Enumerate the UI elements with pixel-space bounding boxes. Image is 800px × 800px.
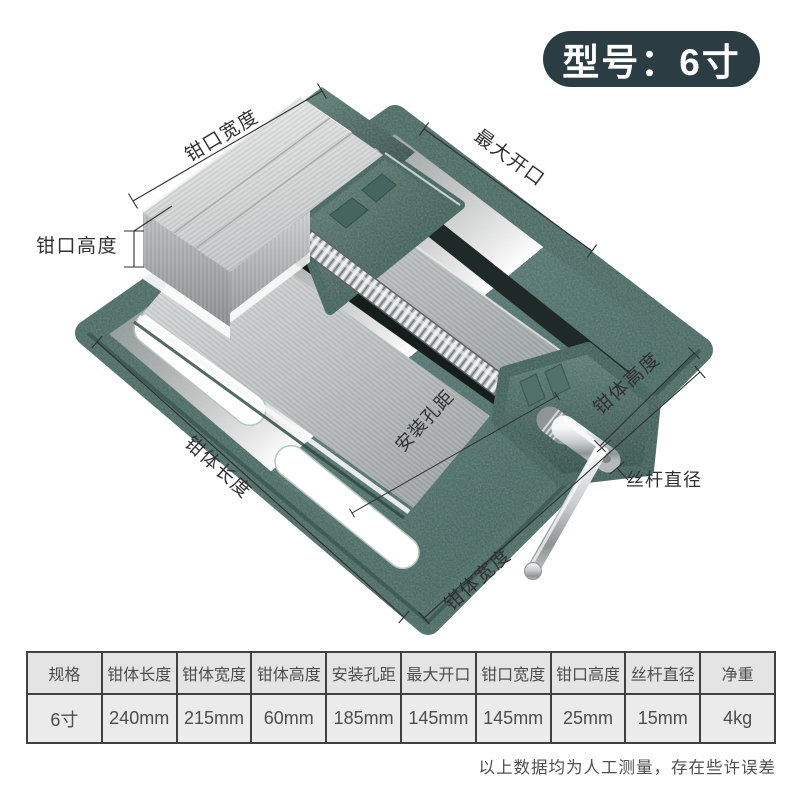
spec-header-cell: 安装孔距 — [325, 651, 402, 695]
bracket-emboss — [544, 363, 571, 397]
spec-value-cell: 215mm — [175, 693, 253, 744]
spec-value-cell: 6寸 — [26, 693, 103, 744]
handle-cap — [524, 562, 542, 580]
fixed-jaw — [142, 96, 383, 339]
spec-header-cell: 净重 — [699, 651, 776, 695]
spec-header-cell: 钳口宽度 — [474, 651, 552, 695]
spec-value-cell: 240mm — [100, 693, 178, 744]
model-badge: 型号：6寸 — [543, 31, 760, 87]
spec-header-row: 规格 钳体长度 钳体宽度 钳体高度 安装孔距 最大开口 钳口宽度 钳口高度 丝杆… — [26, 651, 776, 695]
spec-header-cell: 钳体长度 — [100, 651, 178, 695]
product-image: 钳口宽度 最大开口 钳口高度 钳体长度 钳体宽度 安装孔距 钳体 — [36, 0, 713, 635]
model-badge-label: 型号：6寸 — [562, 42, 741, 83]
jaw-chamfer-line — [195, 132, 353, 249]
bracket-emboss — [519, 373, 546, 407]
measurement-note: 以上数据均为人工测量，存在些许误差 — [478, 759, 776, 777]
spec-value-cell: 145mm — [474, 693, 552, 744]
spec-header-cell: 最大开口 — [399, 651, 477, 695]
spec-value-cell: 60mm — [250, 693, 328, 744]
spec-value-cell: 15mm — [624, 693, 702, 744]
spec-table-wrap: 规格 钳体长度 钳体宽度 钳体高度 安装孔距 最大开口 钳口宽度 钳口高度 丝杆… — [26, 651, 776, 744]
spec-value-cell: 185mm — [325, 693, 402, 744]
spec-value-cell: 4kg — [699, 693, 776, 744]
spec-value-row: 6寸 240mm 215mm 60mm 185mm 145mm 145mm 25… — [26, 693, 776, 744]
jaw-highlight — [143, 267, 230, 339]
spec-header-cell: 钳体宽度 — [175, 651, 253, 695]
casting-step — [361, 173, 397, 203]
dim-jaw-height: 钳口高度 — [36, 205, 173, 268]
jaw-chamfer-line — [173, 117, 331, 234]
spec-value-cell: 25mm — [549, 693, 627, 744]
spec-value-cell: 145mm — [399, 693, 477, 744]
spec-header-cell: 规格 — [26, 651, 103, 695]
jaw-height-label: 钳口高度 — [36, 235, 118, 257]
spec-header-cell: 丝杆直径 — [624, 651, 702, 695]
mounting-slot — [274, 444, 420, 570]
spec-header-cell: 钳口高度 — [549, 651, 627, 695]
spec-table: 规格 钳体长度 钳体宽度 钳体高度 安装孔距 最大开口 钳口宽度 钳口高度 丝杆… — [26, 651, 776, 744]
casting-step — [329, 197, 369, 229]
spec-header-cell: 钳体高度 — [250, 651, 328, 695]
screw-diameter-label: 丝杆直径 — [626, 470, 702, 490]
dim-screw-diameter: 丝杆直径 — [596, 439, 702, 490]
